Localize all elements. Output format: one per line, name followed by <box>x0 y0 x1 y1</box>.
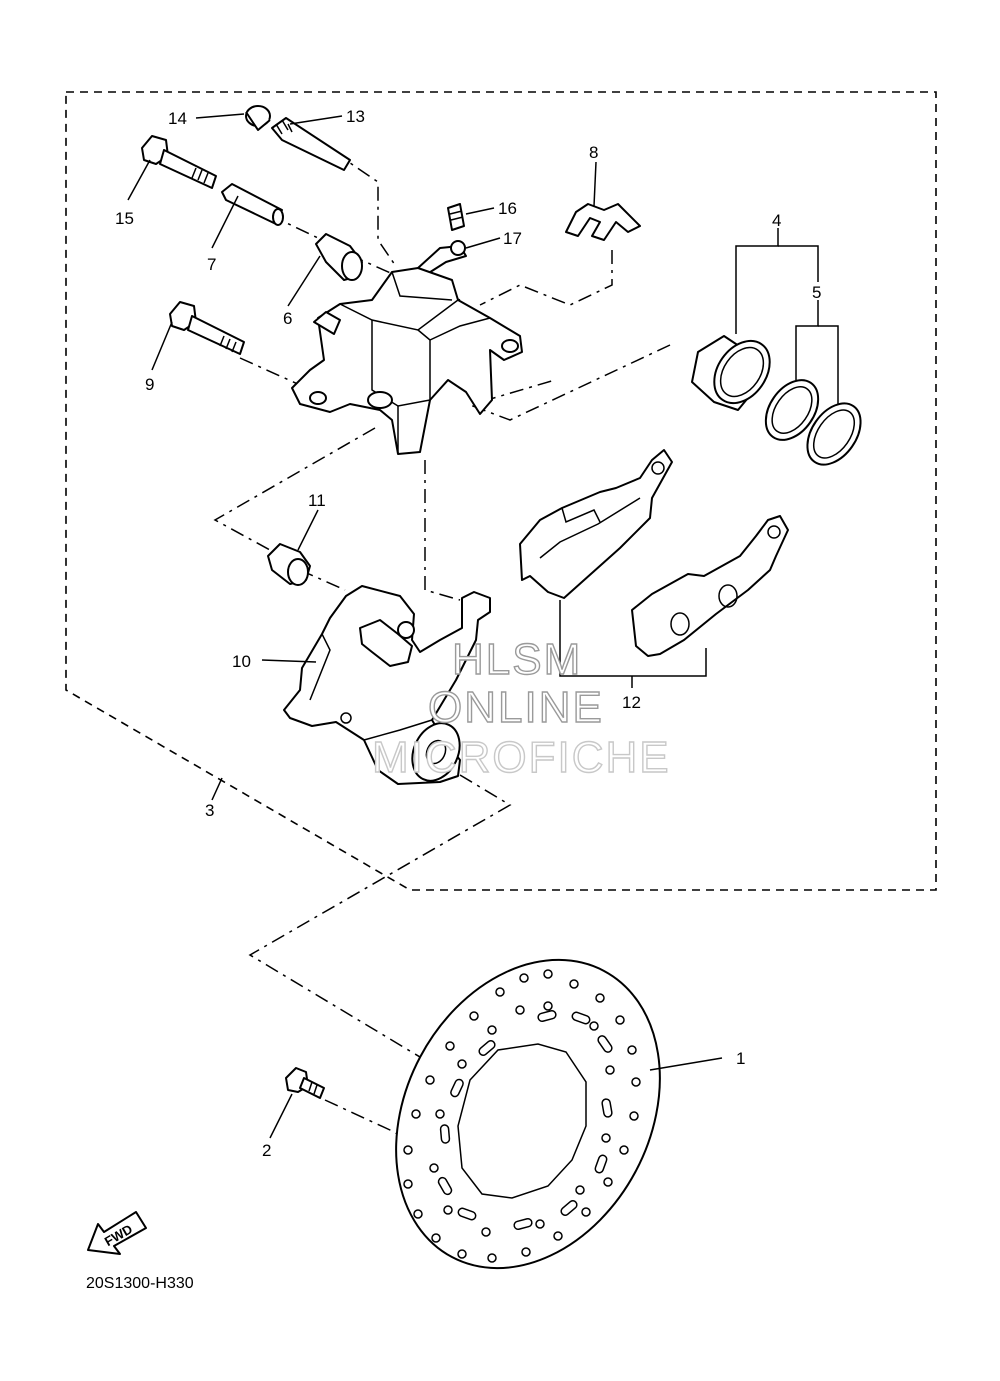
callout-9: 9 <box>145 375 154 394</box>
part-13-pin <box>271 117 351 171</box>
disc-drill-holes <box>403 969 641 1263</box>
callout-17: 17 <box>503 229 522 248</box>
part-1-brake-disc <box>395 958 661 1270</box>
caliper-body <box>291 267 523 455</box>
watermark-line3: MICROFICHE <box>372 733 671 782</box>
callout-13: 13 <box>346 107 365 126</box>
callout-2: 2 <box>262 1141 271 1160</box>
watermark-line2: ONLINE <box>428 683 604 732</box>
part-4-piston <box>691 335 771 411</box>
part-17-bleed-cap <box>417 240 467 277</box>
part-14-cap <box>245 105 271 131</box>
part-11-pin-boot <box>267 543 311 586</box>
callout-labels: 1 2 3 4 5 6 7 8 9 10 11 12 13 14 15 16 1… <box>115 107 821 1160</box>
callout-14: 14 <box>168 109 187 128</box>
callout-7: 7 <box>207 255 216 274</box>
disc-slots <box>437 1009 613 1231</box>
callout-leaders <box>127 113 839 1139</box>
part-5-piston-seals <box>764 379 862 466</box>
callout-8: 8 <box>589 143 598 162</box>
part-10-caliper-bracket <box>283 585 491 785</box>
part-12-brake-pad-rear <box>631 515 789 657</box>
callout-15: 15 <box>115 209 134 228</box>
diagram-code: 20S1300-H330 <box>86 1275 194 1292</box>
watermark-line1: HLSM <box>452 635 582 684</box>
part-7-sleeve <box>221 183 284 226</box>
part-8-pad-spring <box>565 203 641 241</box>
callout-10: 10 <box>232 652 251 671</box>
callout-6: 6 <box>283 309 292 328</box>
part-16-bleed-screw <box>447 203 465 231</box>
part-9-bolt <box>169 301 245 355</box>
fwd-arrow-icon: FWD <box>87 1211 147 1255</box>
callout-4: 4 <box>772 211 781 230</box>
part-12-brake-pad-front <box>519 449 673 599</box>
callout-12: 12 <box>622 693 641 712</box>
callout-11: 11 <box>308 491 326 510</box>
caliper-assembly-boundary <box>65 91 937 891</box>
callout-3: 3 <box>205 801 214 820</box>
callout-5: 5 <box>812 283 821 302</box>
part-6-boot <box>315 233 363 281</box>
callout-16: 16 <box>498 199 517 218</box>
part-2-disc-bolt <box>285 1067 325 1099</box>
watermark: HLSM ONLINE MICROFICHE <box>371 634 671 782</box>
part-15-bolt <box>141 135 217 189</box>
callout-1: 1 <box>736 1049 745 1068</box>
